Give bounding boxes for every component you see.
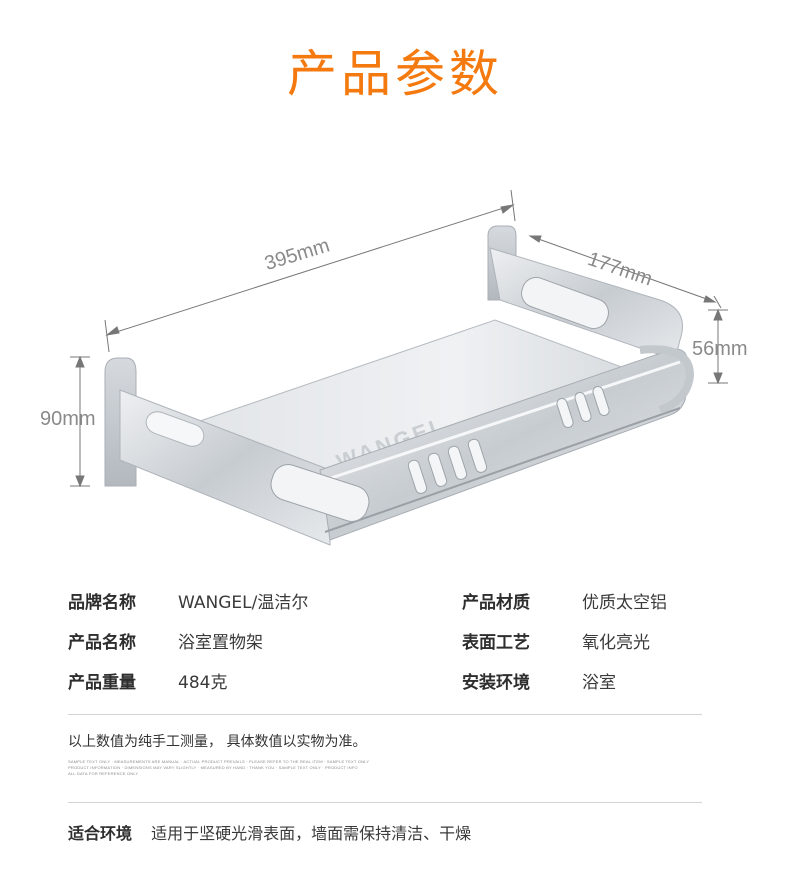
spec-label: 表面工艺 (462, 633, 530, 653)
spec-label: 品牌名称 (68, 593, 136, 613)
spec-value-text: WANGEL/温洁尔 (178, 593, 309, 613)
spec-value: 浴室置物架 (178, 628, 263, 653)
divider (68, 802, 702, 803)
spec-value-text: 氧化亮光 (582, 633, 650, 653)
dimension-length-label: 395mm (262, 234, 333, 276)
spec-label: 产品重量 (68, 673, 136, 693)
spec-value-text: 优质太空铝 (582, 593, 667, 613)
fine-print-line: ALL DATA FOR REFERENCE ONLY (68, 771, 139, 776)
environment-label: 适合环境 (68, 824, 133, 843)
spec-row: 品牌名称 (68, 588, 136, 613)
environment-value: 适用于坚硬光滑表面，墙面需保持清洁、干燥 (151, 824, 472, 843)
spec-row: 产品重量 (68, 668, 136, 693)
fine-print-line: SAMPLE TEXT ONLY · MEASUREMENTS ARE MANU… (68, 759, 370, 764)
spec-row: 安装环境 (462, 668, 530, 693)
spec-value: 484克 (178, 668, 228, 693)
page-title: 产品参数 (287, 45, 503, 103)
spec-value-text: 浴室置物架 (178, 633, 263, 653)
dimension-height-back-label: 90mm (40, 408, 96, 430)
fine-print-line: PRODUCT INFORMATION · DIMENSIONS MAY VAR… (68, 765, 358, 770)
measurement-note: 以上数值为纯手工测量， 具体数值以实物为准。 (68, 734, 367, 750)
spec-label: 产品材质 (462, 593, 530, 613)
spec-value: 浴室 (582, 668, 616, 693)
spec-row: 表面工艺 (462, 628, 530, 653)
spec-value: 氧化亮光 (582, 628, 650, 653)
dimension-width-label: 177mm (584, 248, 656, 291)
spec-value: 优质太空铝 (582, 588, 667, 613)
product-engraving: WANGEL (333, 412, 449, 475)
spec-value: WANGEL/温洁尔 (178, 588, 309, 613)
spec-label: 安装环境 (462, 673, 530, 693)
divider (68, 714, 702, 715)
spec-value-text: 484克 (178, 673, 228, 693)
dimension-height-front-label: 56mm (692, 338, 748, 360)
spec-value-text: 浴室 (582, 673, 616, 693)
spec-label: 产品名称 (68, 633, 136, 653)
spec-row: 产品名称 (68, 628, 136, 653)
environment-row: 适合环境 适用于坚硬光滑表面，墙面需保持清洁、干燥 (68, 820, 471, 844)
spec-row: 产品材质 (462, 588, 530, 613)
